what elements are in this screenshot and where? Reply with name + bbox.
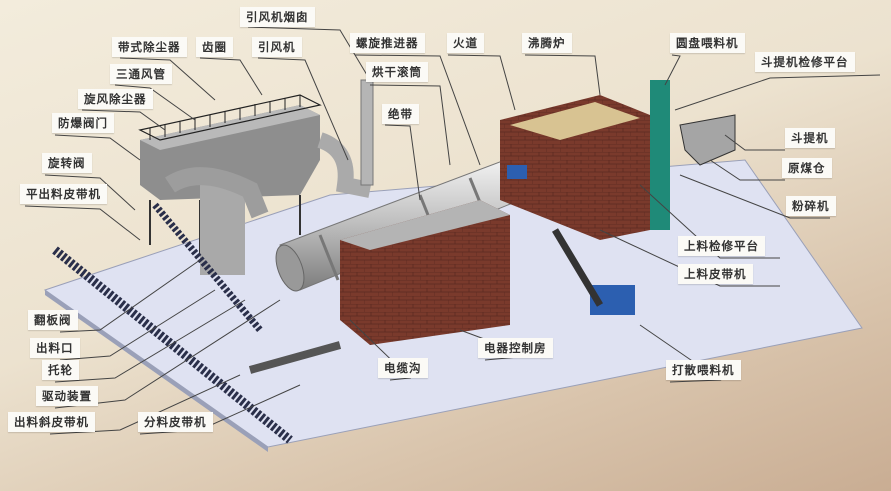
feeding-belt bbox=[551, 228, 604, 307]
inclined-discharge-belt bbox=[52, 246, 293, 444]
bucket-elevator bbox=[650, 80, 670, 230]
label-induced-fan: 引风机 bbox=[252, 37, 302, 57]
label-control-room: 电器控制房 bbox=[478, 338, 553, 358]
label-drying-drum: 烘干滚筒 bbox=[366, 62, 428, 82]
cyclone bbox=[165, 132, 372, 275]
label-inclined-discharge-belt: 出料斜皮带机 bbox=[8, 412, 95, 432]
label-fire-duct: 火道 bbox=[447, 33, 484, 53]
label-cable-trench: 电缆沟 bbox=[378, 358, 428, 378]
coal-bin bbox=[679, 114, 736, 166]
chimney bbox=[360, 79, 374, 186]
control-room bbox=[340, 200, 510, 345]
boiling-furnace bbox=[500, 95, 650, 240]
floor-edge bbox=[45, 290, 268, 452]
flat-discharge-belt bbox=[152, 202, 263, 333]
label-three-way-duct: 三通风管 bbox=[110, 64, 172, 84]
label-rotary-valve: 旋转阀 bbox=[42, 153, 92, 173]
label-coal-bin: 原煤仓 bbox=[782, 158, 832, 178]
distribution-belt bbox=[248, 341, 342, 374]
label-riding-ring: 绝带 bbox=[382, 104, 419, 124]
label-flat-discharge-belt: 平出料皮带机 bbox=[20, 184, 107, 204]
label-drive-unit: 驱动装置 bbox=[36, 386, 98, 406]
label-boiling-furnace: 沸腾炉 bbox=[522, 33, 572, 53]
label-elevator-platform: 斗提机检修平台 bbox=[755, 52, 855, 72]
label-support-roller: 托轮 bbox=[42, 360, 79, 380]
label-crusher: 粉碎机 bbox=[786, 196, 836, 216]
label-scatter-feeder: 打散喂料机 bbox=[666, 360, 741, 380]
label-bucket-elevator: 斗提机 bbox=[785, 128, 835, 148]
label-distribution-belt: 分料皮带机 bbox=[138, 412, 213, 432]
label-chimney: 引风机烟囱 bbox=[240, 7, 315, 27]
label-flap-valve: 翻板阀 bbox=[28, 310, 78, 330]
label-discharge-port: 出料口 bbox=[30, 338, 80, 358]
label-explosion-valve: 防爆阀门 bbox=[52, 113, 114, 133]
label-feeding-belt: 上料皮带机 bbox=[678, 264, 753, 284]
label-gear-ring: 齿圈 bbox=[196, 37, 233, 57]
label-bag-filter: 带式除尘器 bbox=[112, 37, 187, 57]
label-screw-feeder: 螺旋推进器 bbox=[350, 33, 425, 53]
label-feeding-platform: 上料检修平台 bbox=[678, 236, 765, 256]
label-cyclone: 旋风除尘器 bbox=[78, 89, 153, 109]
label-disc-feeder: 圆盘喂料机 bbox=[670, 33, 745, 53]
